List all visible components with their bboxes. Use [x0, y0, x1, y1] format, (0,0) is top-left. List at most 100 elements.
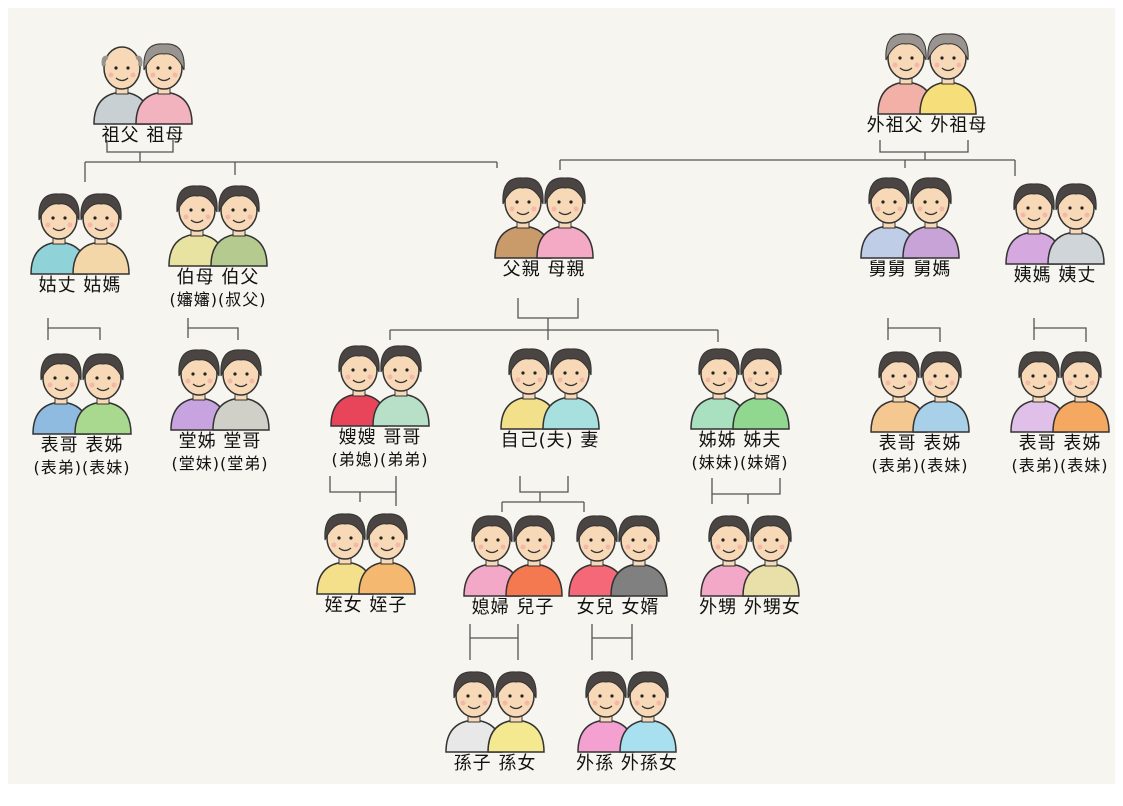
- relation-label: 父親 母親: [502, 259, 586, 280]
- couple-illustration: [1005, 183, 1105, 265]
- couple-node-cousins-maternal-aunt: 表哥 表姊(表弟)(表妹): [990, 336, 1123, 486]
- couple-node-sons-children: 孫子 孫女: [425, 656, 565, 806]
- relation-label: 姪女 姪子: [324, 595, 408, 616]
- person-figure-right: [610, 515, 668, 597]
- relation-connector-line: [469, 624, 519, 639]
- relation-label: 舅舅 舅媽: [868, 259, 952, 280]
- couple-node-paternal-grandparents: 祖父 祖母: [73, 28, 213, 178]
- relation-label: 嫂嫂 哥哥: [338, 427, 422, 448]
- couple-illustration: [93, 43, 193, 125]
- person-figure-left: [494, 177, 552, 259]
- relation-connector-line: [329, 476, 397, 493]
- relation-connector-line: [187, 318, 239, 340]
- couple-node-cousins-maternal-uncle: 表哥 表姊 (表弟)(表妹): [850, 336, 990, 486]
- relation-label: 孫子 孫女: [453, 753, 537, 774]
- person-figure-right: [912, 351, 970, 433]
- person-figure-left: [1010, 351, 1068, 433]
- person-figure-right: [74, 353, 132, 435]
- family-tree-connectors: [47, 140, 1087, 660]
- couple-illustration: [860, 177, 960, 259]
- relation-label: 表哥 表姊: [878, 433, 962, 454]
- relation-alt-label: (表弟)(表妹): [871, 456, 969, 475]
- couple-illustration: [463, 515, 563, 597]
- relation-label: 姑丈 姑媽: [38, 275, 122, 296]
- relation-label: 女兒 女婿: [576, 597, 660, 618]
- couple-illustration: [32, 353, 132, 435]
- couple-illustration: [168, 185, 268, 267]
- relation-connector-line: [879, 140, 969, 153]
- person-figure-right: [536, 177, 594, 259]
- couple-illustration: [568, 515, 668, 597]
- couple-node-maternal-grandparents: 外祖父 外祖母: [857, 18, 997, 168]
- couple-node-uncle-mothers-brother: 舅舅 舅媽: [840, 162, 980, 312]
- relation-alt-label: (表弟)(表妹): [33, 458, 131, 477]
- person-figure-right: [210, 185, 268, 267]
- person-figure-right: [487, 671, 545, 753]
- couple-illustration: [877, 33, 977, 115]
- relation-alt-label: (弟媳)(弟弟): [331, 450, 429, 469]
- relation-connector-line: [1033, 318, 1087, 342]
- relation-label: 伯母 伯父: [176, 267, 260, 288]
- relation-label: 外孫 外孫女: [576, 753, 678, 774]
- couple-illustration: [330, 345, 430, 427]
- relation-label: 堂姊 堂哥: [178, 431, 262, 452]
- person-figure-right: [732, 348, 790, 430]
- couple-node-self-and-wife: 自己(夫) 妻: [480, 333, 620, 483]
- couple-node-aunt-fathers-sister: 姑丈 姑媽: [10, 178, 150, 328]
- relation-connector-line: [519, 476, 569, 493]
- relation-label: 表哥 表姊: [1018, 433, 1102, 454]
- couple-illustration: [700, 515, 800, 597]
- couple-illustration: [170, 349, 270, 431]
- couple-node-son-and-daughter-in-law: 媳婦 兒子: [443, 500, 583, 650]
- couple-node-brother-and-wife: 嫂嫂 哥哥 (弟媳)(弟弟): [310, 330, 450, 480]
- person-figure-right: [919, 33, 977, 115]
- person-figure-left: [170, 349, 228, 431]
- relation-label: 姊姊 姊夫: [698, 430, 782, 451]
- person-figure-right: [542, 348, 600, 430]
- relation-label: 外祖父 外祖母: [866, 115, 988, 136]
- person-figure-right: [135, 43, 193, 125]
- person-figure-left: [168, 185, 226, 267]
- couple-node-cousins-paternal-aunt: 表哥 表姊 (表弟)(表妹): [12, 338, 152, 488]
- couple-illustration: [494, 177, 594, 259]
- person-figure-right: [212, 349, 270, 431]
- couple-node-daughters-children: 外孫 外孫女: [557, 656, 697, 806]
- relation-connector-line: [591, 624, 633, 639]
- couple-illustration: [1010, 351, 1110, 433]
- couple-node-uncle-fathers-brother: 伯母 伯父 (嬸嬸)(叔父): [148, 170, 288, 320]
- couple-illustration: [870, 351, 970, 433]
- couple-illustration: [500, 348, 600, 430]
- person-figure-right: [1052, 351, 1110, 433]
- person-figure-right: [742, 515, 800, 597]
- couple-illustration: [690, 348, 790, 430]
- person-figure-left: [877, 33, 935, 115]
- relation-alt-label: (妹妹)(妹婿): [691, 453, 789, 472]
- person-figure-right: [372, 345, 430, 427]
- relation-label: 媳婦 兒子: [471, 597, 555, 618]
- relation-label: 自己(夫) 妻: [500, 430, 600, 451]
- relation-label: 外甥 外甥女: [699, 597, 801, 618]
- couple-node-sister-and-husband: 姊姊 姊夫 (妹妹)(妹婿): [670, 333, 810, 483]
- relation-alt-label: (堂妹)(堂弟): [171, 454, 269, 473]
- relation-label: 祖父 祖母: [101, 125, 185, 146]
- relation-connector-line: [887, 318, 941, 342]
- relation-alt-label: (嬸嬸)(叔父): [169, 290, 267, 309]
- person-figure-right: [358, 513, 416, 595]
- person-figure-right: [72, 193, 130, 275]
- couple-node-sisters-children: 外甥 外甥女: [680, 500, 820, 650]
- couple-illustration: [445, 671, 545, 753]
- relation-connector-line: [47, 318, 101, 340]
- couple-node-cousins-paternal-uncle: 堂姊 堂哥 (堂妹)(堂弟): [150, 334, 290, 484]
- person-figure-left: [690, 348, 748, 430]
- couple-node-niece-and-nephew: 姪女 姪子: [296, 498, 436, 648]
- couple-illustration: [30, 193, 130, 275]
- couple-illustration: [577, 671, 677, 753]
- relation-label: 表哥 表姊: [40, 435, 124, 456]
- relation-connector-line: [711, 478, 781, 495]
- couple-illustration: [316, 513, 416, 595]
- person-figure-right: [505, 515, 563, 597]
- couple-node-aunt-mothers-sister: 姨媽 姨丈: [985, 168, 1123, 318]
- person-figure-right: [902, 177, 960, 259]
- person-figure-right: [619, 671, 677, 753]
- relation-label: 姨媽 姨丈: [1013, 265, 1097, 286]
